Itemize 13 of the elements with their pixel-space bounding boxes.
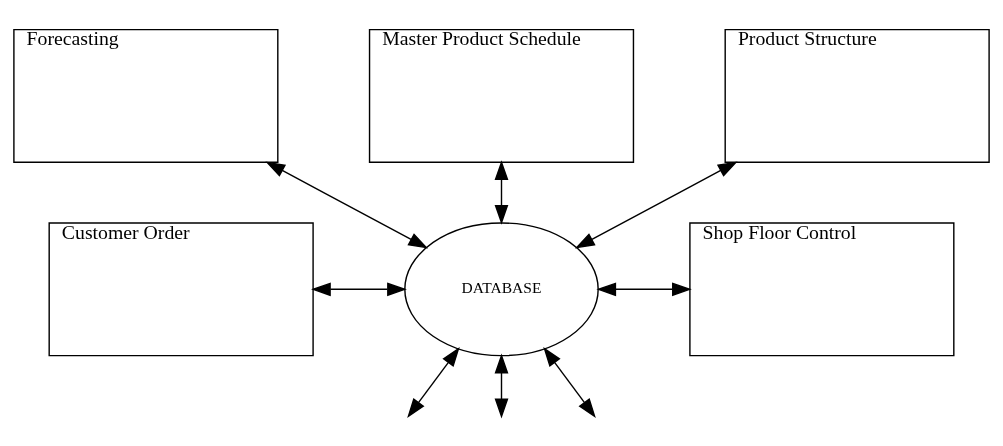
arrow — [407, 346, 460, 418]
arrow — [543, 346, 596, 418]
arrow — [265, 160, 429, 249]
arrow — [494, 353, 509, 418]
arrow — [596, 281, 692, 296]
node-box: Shop Floor Control — [689, 221, 955, 356]
node-box: Forecasting — [13, 28, 279, 163]
arrow — [311, 281, 407, 296]
arrow — [574, 160, 738, 249]
node-box: Product Structure — [724, 28, 990, 163]
node-box: Master Product Schedule — [368, 28, 635, 163]
arrow — [494, 159, 509, 225]
node-box: Customer Order — [48, 221, 314, 356]
